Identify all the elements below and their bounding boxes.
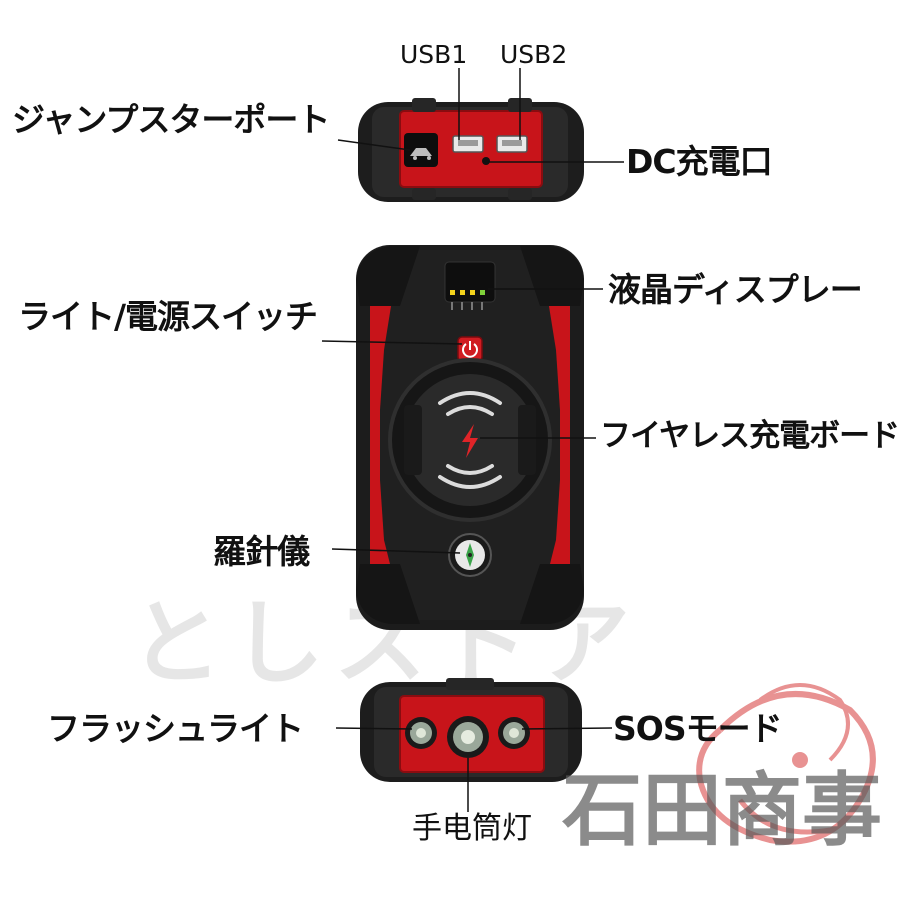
label-usb2: USB2 <box>500 40 568 69</box>
device-front-view <box>321 245 603 630</box>
seal-watermark <box>696 683 876 845</box>
label-wireless-charging-board: フイヤレス充電ボード <box>600 418 900 454</box>
power-icon <box>457 336 483 362</box>
device-top-view <box>337 68 624 202</box>
flashlight-led-left <box>405 717 437 749</box>
lightning-bolt-icon <box>462 424 478 458</box>
lcd-led-indicators <box>450 290 485 295</box>
label-lcd-display: 液晶ディスプレー <box>608 270 863 309</box>
label-light-power-switch: ライト/電源スイッチ <box>18 297 318 336</box>
sos-led-right <box>498 717 530 749</box>
label-dc-charging-port: DC充電口 <box>626 142 773 181</box>
flashlight-led-center <box>447 716 489 758</box>
label-compass: 羅針儀 <box>213 532 310 571</box>
label-usb1: USB1 <box>400 40 468 69</box>
seal-text: 石田商事 <box>562 763 882 857</box>
label-jump-starter-port: ジャンプスターポート <box>12 100 330 139</box>
label-flashlight: フラッシュライト <box>47 709 304 748</box>
compass-icon <box>448 533 492 577</box>
wireless-charging-icon <box>438 391 502 489</box>
label-flashlight-cn: 手电筒灯 <box>412 811 532 846</box>
label-sos-mode: SOSモード <box>613 709 783 748</box>
device-bottom-view <box>335 678 613 812</box>
